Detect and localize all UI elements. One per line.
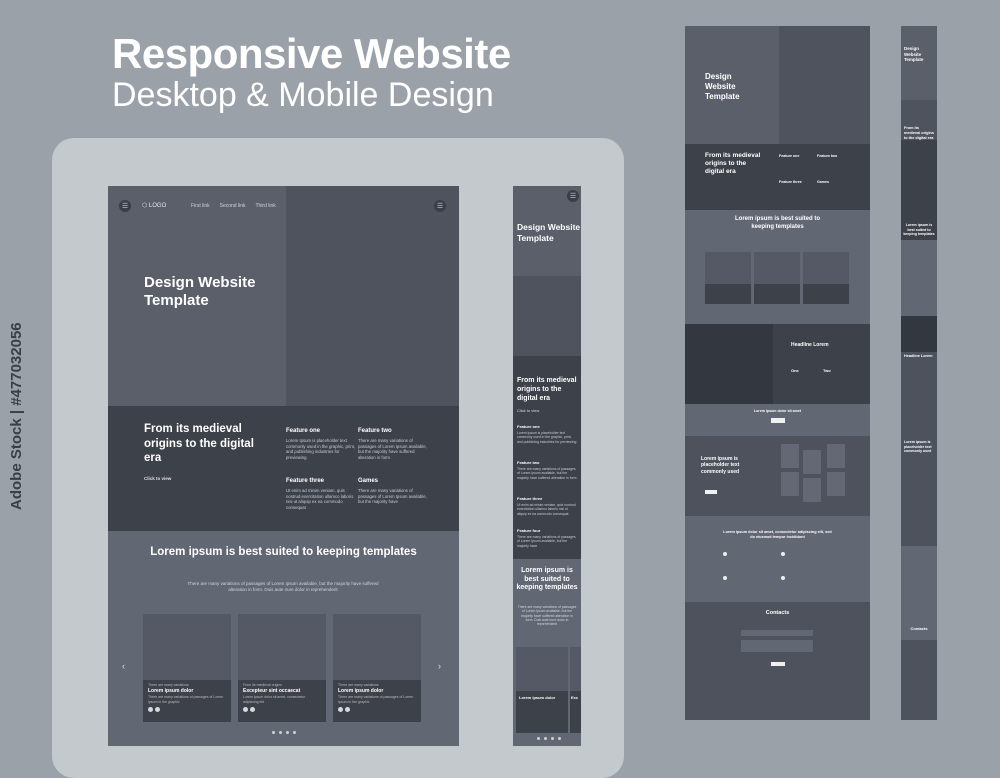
tall-send-button[interactable] (771, 662, 785, 666)
carousel-next-icon[interactable]: › (438, 661, 441, 671)
logo[interactable]: ⬡ LOGO (142, 203, 167, 209)
tall-contact-textarea[interactable] (741, 640, 813, 652)
mobile-feature-four: Feature four (517, 528, 541, 533)
tall-one-label: One (791, 368, 799, 373)
thin-contacts-title: Contacts (910, 626, 928, 631)
tall-headline-image (685, 324, 773, 404)
mobile-feature-two: Feature two (517, 460, 540, 465)
stock-credit: Adobe Stock | #477032056 (8, 322, 25, 510)
mobile-feature-three: Feature three (517, 496, 543, 501)
card[interactable]: From its medieval origins Excepteur sint… (238, 614, 326, 722)
mobile-hero-image (513, 276, 581, 356)
mobile-feature-text: Lorem Ipsum is placeholder text commonly… (517, 431, 577, 444)
thin-templates-title: Lorem ipsum is best suited to keeping te… (903, 223, 935, 236)
mobile-feature-text: There are many variations of passages of… (517, 535, 576, 548)
hero-left-block (108, 186, 286, 406)
nav-third-link[interactable]: Third link (255, 203, 276, 209)
mobile-feature-text: There are many variations of passages of… (517, 467, 577, 480)
tall-features (685, 144, 870, 210)
tall-page-mockup: Design Website Template From its medieva… (685, 26, 870, 720)
templates-title: Lorem ipsum is best suited to keeping te… (150, 546, 417, 558)
tall-contact-input[interactable] (741, 630, 813, 636)
templates-section: Lorem ipsum is best suited to keeping te… (108, 531, 459, 746)
mobile-card[interactable]: Lorem ipsum dolor (516, 647, 568, 733)
tall-feature-title: From its medieval origins to the digital… (705, 152, 761, 175)
tall-benefits-section (685, 516, 870, 602)
mobile-mockup: ☰ Design Website Template From its medie… (513, 186, 581, 746)
card[interactable]: There are many variations Lorem ipsum do… (333, 614, 421, 722)
desktop-nav: ☰ ⬡ LOGO First link Second link Third li… (108, 186, 459, 226)
tall-contacts-title: Contacts (765, 610, 790, 616)
hamburger-icon[interactable]: ☰ (119, 200, 131, 212)
hero-image-block (286, 186, 459, 406)
mobile-feature-text: Ut enim ad minim veniam, quis nostrud ex… (517, 503, 576, 516)
thin-feature-title: From its medieval origins to the digital… (904, 126, 934, 140)
tall-benefits-title: Lorem ipsum dolor sit amet, consectetur … (723, 530, 832, 539)
thin-phone-mockup: Design Website Template From its medieva… (901, 26, 937, 720)
features-section: From its medieval origins to the digital… (108, 406, 459, 531)
mobile-pager[interactable] (537, 737, 561, 740)
tall-hero-image (779, 26, 870, 144)
tall-two-label: Two (823, 368, 831, 373)
desktop-mockup: ☰ ⬡ LOGO First link Second link Third li… (108, 186, 459, 746)
mobile-card[interactable]: Exc (570, 647, 581, 733)
mobile-feature-title: From its medieval origins to the digital… (517, 377, 577, 402)
tall-card[interactable] (705, 252, 751, 304)
mobile-click-to-view[interactable]: Click to view (517, 408, 540, 413)
tall-subscribe-button[interactable] (771, 418, 785, 423)
tall-card[interactable] (803, 252, 849, 304)
tall-feature-label: Feature two (817, 154, 838, 158)
thin-placeholder-title: Lorem ipsum is placeholder text commonly… (904, 440, 932, 453)
tall-templates-title: Lorem ipsum is best suited to keeping te… (734, 216, 820, 230)
nav-first-link[interactable]: First link (191, 203, 210, 209)
features-title: From its medieval origins to the digital… (144, 423, 254, 464)
thin-headline: Headline Lorem (904, 354, 933, 358)
tall-feature-label: Feature one (779, 154, 800, 158)
headline-subtitle: Desktop & Mobile Design (112, 76, 494, 114)
mobile-templates-section: Lorem ipsum is best suited to keeping te… (513, 559, 581, 746)
tall-headline-title: Headline Lorem (791, 342, 829, 348)
carousel-prev-icon[interactable]: ‹ (122, 661, 125, 671)
carousel-pager[interactable] (272, 731, 296, 734)
tall-placeholder-title: Lorem ipsum is placeholder text commonly… (701, 456, 740, 475)
tall-gallery-button[interactable] (705, 490, 717, 494)
tall-feature-label: Games (817, 180, 829, 184)
mobile-feature-one: Feature one (517, 424, 540, 429)
tall-contacts-section (685, 602, 870, 720)
thin-hero-title: Design Website Template (904, 46, 924, 62)
nav-second-link[interactable]: Second link (219, 203, 246, 209)
templates-text: There are many variations of passages of… (187, 581, 379, 592)
click-to-view-link[interactable]: Click to view (144, 476, 172, 481)
mobile-menu-icon[interactable]: ☰ (567, 190, 579, 202)
menu-icon[interactable]: ☰ (434, 200, 446, 212)
tall-feature-label: Feature three (779, 180, 802, 184)
headline-title: Responsive Website (112, 30, 511, 77)
hero-title: Design Website Template (144, 274, 256, 309)
tall-hero-title: Design Website Template (705, 72, 740, 101)
tall-card[interactable] (754, 252, 800, 304)
card[interactable]: There are many variations Lorem ipsum do… (143, 614, 231, 722)
tall-bar-text: Lorem ipsum dolor sit amet (753, 409, 802, 413)
mobile-hero-title: Design Website Template (517, 222, 581, 243)
